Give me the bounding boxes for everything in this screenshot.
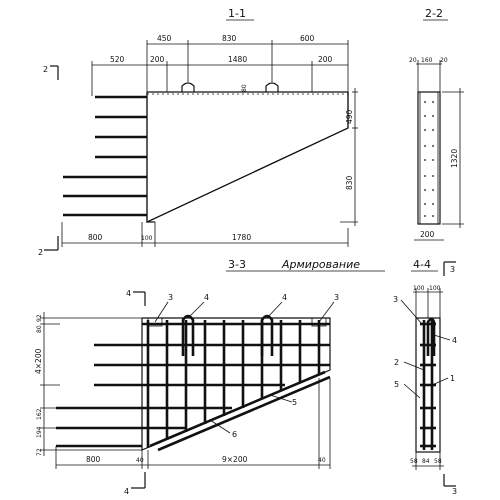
callout-4-4-2: 2 — [394, 358, 399, 367]
view-section-4-4: 100 100 3 4 2 1 5 58 84 58 3 3 — [393, 261, 457, 496]
dim-830-vert: 830 — [345, 175, 354, 190]
dim-200-right: 200 — [318, 55, 333, 64]
dim-800: 800 — [88, 233, 103, 242]
dim-160: 160 — [421, 57, 433, 64]
protruding-bars-3-3 — [56, 343, 142, 448]
dimensions-left-3-3: 92 80 4×200 162 194 72 — [34, 312, 142, 456]
dim-1780: 1780 — [232, 233, 251, 242]
section-cut-3: 3 3 — [443, 261, 457, 496]
loop-height-dim: 80 — [241, 84, 248, 92]
dim-40-right: 40 — [318, 457, 326, 464]
title-section-4-4: 4-4 — [413, 258, 431, 271]
callout-5: 5 — [292, 398, 297, 407]
lifting-loop-3-3-left — [181, 314, 195, 356]
dim-58-right: 58 — [434, 458, 442, 465]
dim-4x200: 4×200 — [34, 348, 43, 374]
cut-2-bottom-label: 2 — [38, 248, 43, 257]
dim-58-left: 58 — [410, 458, 418, 465]
dim-100-left: 100 — [413, 285, 425, 292]
dim-80: 80 — [36, 325, 43, 333]
view-section-3-3: 3 4 4 3 5 6 92 80 4×200 162 194 72 — [34, 289, 339, 496]
callout-4-left: 4 — [204, 293, 209, 302]
callout-3-left: 3 — [168, 293, 173, 302]
lifting-loop-left — [181, 82, 195, 92]
callouts-4-4: 3 4 2 1 5 — [393, 295, 457, 399]
dim-600: 600 — [300, 34, 315, 43]
view-section-2-2: 20 160 20 1320 200 — [409, 57, 464, 241]
dim-450: 450 — [157, 34, 172, 43]
dimensions-bottom-1-1: 800 100 1780 — [61, 222, 349, 247]
section-cut-2: 2 2 — [38, 65, 59, 257]
loop-4-4 — [426, 317, 436, 356]
cut-2-top-label: 2 — [43, 65, 48, 74]
dimensions-top-1-1: 450 830 600 520 200 1480 200 — [91, 34, 349, 96]
dim-1320: 1320 — [450, 149, 459, 168]
callout-4-4-3: 3 — [393, 295, 398, 304]
dim-1480: 1480 — [228, 55, 247, 64]
cut-3-bottom-label: 3 — [452, 487, 457, 496]
dim-92: 92 — [36, 314, 43, 322]
dim-800-3-3: 800 — [86, 455, 101, 464]
dim-72: 72 — [36, 448, 43, 456]
dim-40-left: 40 — [136, 457, 144, 464]
dim-100-right: 100 — [429, 285, 441, 292]
slab-outline-1-1 — [146, 91, 349, 223]
rebar-bars-4-4 — [420, 322, 436, 448]
dim-200-left: 200 — [150, 55, 165, 64]
dim-520: 520 — [110, 55, 125, 64]
slab-sloped-edge — [146, 127, 349, 223]
title-section-3-3: 3-3 — [228, 258, 246, 271]
title-reinforcement: Армирование — [281, 258, 360, 271]
callouts-3-3: 3 4 4 3 5 6 — [154, 293, 339, 439]
lifting-loop-right — [265, 82, 279, 92]
rebar-dots-2-2 — [424, 101, 434, 217]
dim-9x200: 9×200 — [222, 455, 248, 464]
cut-4-bottom-label: 4 — [124, 487, 129, 496]
lifting-loop-3-3-right — [260, 314, 274, 356]
callout-4-right: 4 — [282, 293, 287, 302]
dimensions-bottom-3-3: 800 40 9×200 40 — [55, 378, 331, 469]
section-cut-4: 4 4 — [124, 289, 146, 496]
dim-162: 162 — [36, 408, 43, 420]
callout-6: 6 — [232, 430, 237, 439]
dim-84: 84 — [422, 458, 430, 465]
dim-200-2-2: 200 — [420, 230, 435, 239]
cut-4-top-label: 4 — [126, 289, 131, 298]
reinforcement-grid — [142, 320, 331, 452]
dim-20-right: 20 — [440, 57, 448, 64]
callout-3-right: 3 — [334, 293, 339, 302]
view-section-1-1: 80 450 830 600 520 200 148 — [38, 34, 358, 257]
dim-100: 100 — [141, 235, 153, 242]
dim-830: 830 — [222, 34, 237, 43]
callout-4-4-1: 1 — [450, 374, 455, 383]
dim-490: 490 — [345, 109, 354, 124]
protruding-bars-1-1 — [63, 95, 147, 217]
cut-3-top-label: 3 — [450, 265, 455, 274]
title-section-2-2: 2-2 — [425, 7, 443, 20]
callout-4-4-5: 5 — [394, 380, 399, 389]
callout-4-4-4: 4 — [452, 336, 457, 345]
dimensions-right-1-1: 490 830 — [340, 88, 358, 226]
slab-profile-2-2 — [417, 91, 441, 225]
dim-20-left: 20 — [409, 57, 417, 64]
dim-194: 194 — [36, 426, 43, 438]
title-section-1-1: 1-1 — [228, 7, 246, 20]
